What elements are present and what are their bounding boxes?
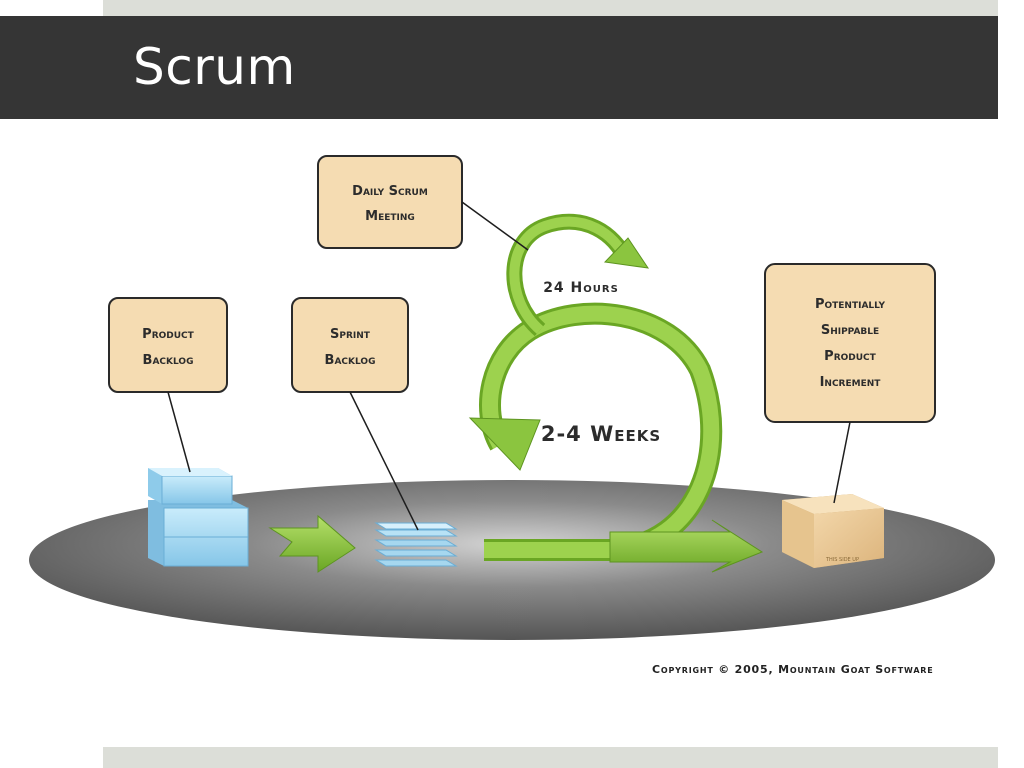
product-backlog-stack [148,468,249,567]
shippable-increment-label-box: Potentially Shippable Product Increment [764,263,936,423]
daily-scrum-pointer [461,201,529,251]
product-backlog-pointer [167,391,191,473]
top-accent-strip [103,0,998,16]
sprint-backlog-pointer [349,391,419,531]
copyright-notice: Copyright © 2005, Mountain Goat Software [652,663,934,676]
title-bar [0,16,998,119]
product-backlog-label-box: Product Backlog [108,297,228,393]
sprint-backlog-line-2: Backlog [325,353,376,368]
sprint-backlog-stack [374,522,458,567]
daily-cycle-arrow [506,213,650,337]
increment-line-3: Product [824,349,876,364]
backlog-to-sprint-arrow [268,514,356,573]
sprint-cycle-arrow [468,302,764,573]
increment-line-2: Shippable [821,323,879,338]
slide-title: Scrum [133,38,296,96]
sprint-cycle-label: 2-4 Weeks [541,422,661,446]
daily-scrum-line-1: Daily Scrum [352,184,428,199]
shippable-box: THIS SIDE UP [782,494,884,568]
sprint-backlog-line-1: Sprint [330,327,371,342]
bottom-accent-strip [103,747,998,768]
product-backlog-line-2: Backlog [143,353,194,368]
box-marking-label: THIS SIDE UP [825,557,859,563]
daily-cycle-label: 24 Hours [543,280,619,296]
daily-scrum-label-box: Daily Scrum Meeting [317,155,463,249]
increment-line-1: Potentially [815,297,886,312]
product-backlog-line-1: Product [142,327,194,342]
increment-line-4: Increment [820,375,882,390]
increment-pointer [833,421,851,504]
sprint-backlog-label-box: Sprint Backlog [291,297,409,393]
daily-scrum-line-2: Meeting [365,209,415,224]
